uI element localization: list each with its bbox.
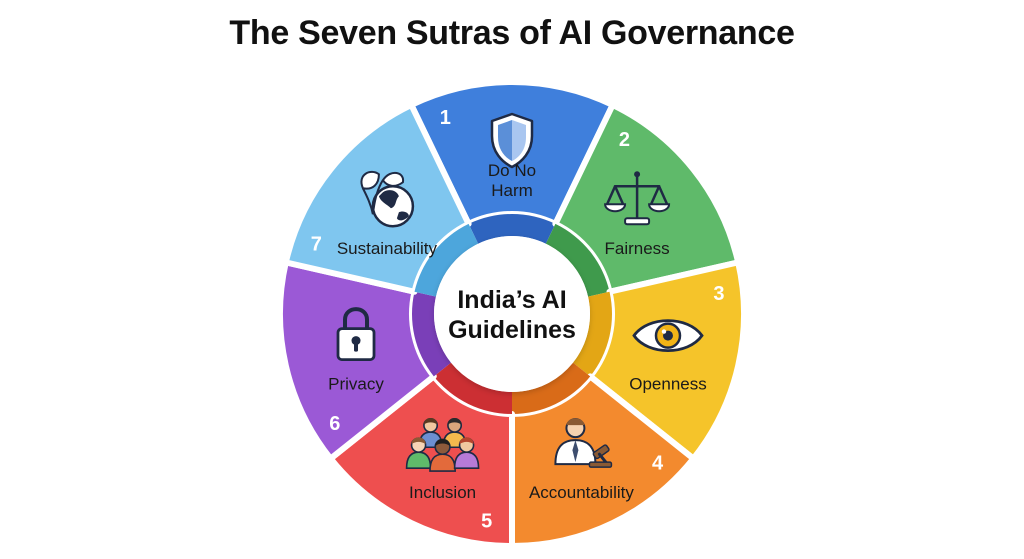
eye-icon	[632, 319, 704, 352]
segment-inner-ring	[411, 291, 452, 377]
segment-inner-ring	[414, 223, 479, 297]
center-hub: India’s AI Guidelines	[434, 236, 590, 392]
center-title-line1: India’s AI	[457, 286, 566, 314]
segment-label: Fairness	[604, 239, 669, 258]
shield-icon	[490, 112, 534, 169]
segment-label: Do No	[488, 161, 536, 180]
segment-label: Privacy	[328, 375, 384, 394]
segment-label: Sustainability	[337, 239, 438, 258]
segment-inner-ring	[512, 362, 591, 414]
segment-label: Harm	[491, 181, 533, 200]
segment-inner-ring	[468, 213, 556, 244]
sutra-segment-5: 5 Inclusion	[327, 362, 515, 549]
judge-gavel-icon	[554, 418, 613, 468]
segment-label: Inclusion	[409, 483, 476, 502]
sutra-segment-7: 7 Sustainability	[282, 101, 479, 297]
segment-inner-ring	[433, 362, 512, 414]
segments-layer: 1Do NoHarm2Fairness3Openness4Accountabil…	[277, 79, 747, 549]
globe-leaf-icon	[360, 170, 415, 228]
segment-number: 6	[329, 413, 340, 435]
segment-label: Openness	[629, 375, 707, 394]
segment-number: 4	[652, 453, 664, 475]
people-group-icon	[405, 417, 480, 472]
center-title-line2: Guidelines	[448, 316, 576, 344]
segment-number: 1	[440, 107, 451, 129]
segment-number: 5	[481, 510, 492, 532]
page-title: The Seven Sutras of AI Governance	[229, 14, 795, 52]
segment-number: 2	[619, 129, 630, 151]
segment-label: Accountability	[529, 483, 634, 502]
padlock-icon	[336, 307, 376, 362]
sutra-segment-6: 6 Privacy	[277, 259, 452, 462]
center-circle	[434, 236, 590, 392]
segment-number: 3	[713, 283, 724, 305]
segment-inner-ring	[545, 223, 610, 297]
segment-inner-ring	[572, 291, 612, 377]
segment-number: 7	[311, 233, 322, 255]
scales-icon	[604, 171, 671, 226]
